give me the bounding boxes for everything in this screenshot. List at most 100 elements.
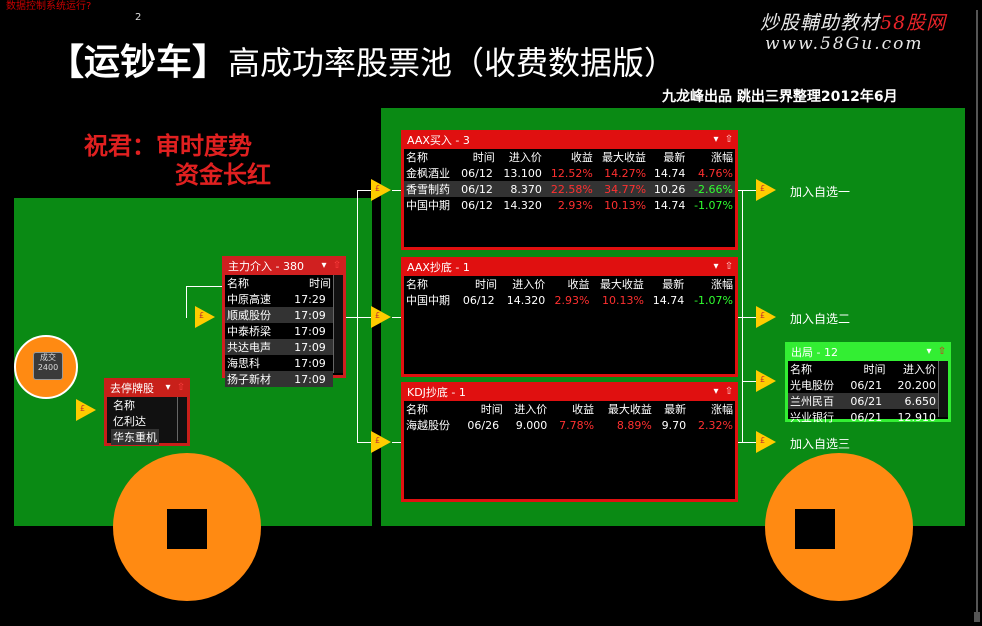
dropdown-icon[interactable]: ▾ <box>713 261 719 272</box>
column-header[interactable]: 名称 <box>113 399 135 412</box>
table-cell: -2.66% <box>687 181 735 197</box>
table-cell: 06/21 <box>850 378 883 392</box>
arrow-glyph: £ <box>760 184 766 193</box>
panel-title: 去停牌股 <box>110 382 154 395</box>
arrow-icon[interactable]: £ <box>371 431 391 453</box>
column-header[interactable]: 收益 <box>572 403 595 416</box>
panel-remove-suspended: 去停牌股 ▾ ⇧ 名称亿利达华东重机 <box>104 378 190 446</box>
panel-title: KDJ抄底 - 1 <box>407 386 466 399</box>
pin-icon[interactable]: ⇧ <box>937 346 947 357</box>
table-cell: 14.27% <box>604 166 647 180</box>
add-watchlist-3[interactable]: 加入自选三 <box>790 437 851 451</box>
column-header[interactable]: 最大收益 <box>599 278 644 291</box>
arrow-icon[interactable]: £ <box>371 179 391 201</box>
table-cell: 兴业银行 <box>790 411 834 424</box>
arrow-icon[interactable]: £ <box>76 399 96 421</box>
arrow-icon[interactable]: £ <box>371 306 391 328</box>
table-row[interactable]: 华东重机 <box>111 429 159 445</box>
column-header[interactable]: 收益 <box>567 278 590 291</box>
pin-icon[interactable]: ⇧ <box>332 260 342 271</box>
column-header[interactable]: 名称 <box>790 363 812 376</box>
pin-icon[interactable]: ⇧ <box>724 261 734 272</box>
table-cell: 顺威股份 <box>225 307 287 323</box>
column-header[interactable]: 涨幅 <box>711 403 733 416</box>
dropdown-icon[interactable]: ▾ <box>926 346 932 357</box>
column-header[interactable]: 进入价 <box>903 363 936 376</box>
arrow-icon[interactable]: £ <box>756 431 776 453</box>
table-cell: 华东重机 <box>111 429 159 445</box>
add-watchlist-1[interactable]: 加入自选一 <box>790 185 851 199</box>
dropdown-icon[interactable]: ▾ <box>165 382 171 393</box>
dropdown-icon[interactable]: ▾ <box>321 260 327 271</box>
column-header[interactable]: 涨幅 <box>711 151 733 164</box>
pin-icon[interactable]: ⇧ <box>724 386 734 397</box>
connector <box>186 286 187 318</box>
column-header[interactable]: 名称 <box>406 403 428 416</box>
table-cell: 14.320 <box>506 293 546 307</box>
column-header[interactable]: 时间 <box>309 277 331 290</box>
column-header[interactable]: 名称 <box>406 151 428 164</box>
column-header[interactable]: 进入价 <box>514 403 548 416</box>
wheel-front <box>113 453 261 601</box>
table-cell: 17:09 <box>294 324 326 338</box>
column-header[interactable]: 时间 <box>863 363 886 376</box>
table-cell: 金枫酒业 <box>406 167 450 180</box>
column-header[interactable]: 涨幅 <box>711 278 733 291</box>
pin-icon[interactable]: ⇧ <box>176 382 186 393</box>
arrow-icon[interactable]: £ <box>756 179 776 201</box>
column-header[interactable]: 进入价 <box>512 278 546 291</box>
column-header[interactable]: 最大收益 <box>602 151 647 164</box>
scrollbar[interactable] <box>938 361 948 417</box>
column-header[interactable]: 时间 <box>480 403 503 416</box>
column-header[interactable]: 最新 <box>664 403 687 416</box>
table-cell: 13.100 <box>503 166 542 180</box>
table-cell: 06/26 <box>467 418 500 432</box>
slogan-line-2: 资金长红 <box>175 161 271 189</box>
table-cell: 17:09 <box>286 371 333 387</box>
table-cell: 2.32% <box>698 418 733 432</box>
table-cell: 14.74 <box>652 293 685 307</box>
table-cell: 4.76% <box>698 166 733 180</box>
column-header[interactable]: 名称 <box>406 278 428 291</box>
column-header[interactable]: 收益 <box>570 151 593 164</box>
connector <box>742 190 743 442</box>
pin-icon[interactable]: ⇧ <box>724 134 734 145</box>
arrow-icon[interactable]: £ <box>195 306 215 328</box>
table-cell: 17:09 <box>294 356 326 370</box>
table-cell: 14.74 <box>653 198 686 212</box>
table-cell: 10.13% <box>601 293 644 307</box>
dropdown-icon[interactable]: ▾ <box>713 386 719 397</box>
scrollbar[interactable] <box>333 275 343 373</box>
table-cell: 20.200 <box>897 378 937 392</box>
table-row[interactable]: 亿利达 <box>111 413 159 429</box>
dropdown-icon[interactable]: ▾ <box>713 134 719 145</box>
column-header[interactable]: 最新 <box>663 151 686 164</box>
column-header[interactable]: 最大收益 <box>607 403 652 416</box>
column-header[interactable]: 最新 <box>662 278 685 291</box>
arrow-icon[interactable]: £ <box>756 370 776 392</box>
add-watchlist-2[interactable]: 加入自选二 <box>790 312 851 326</box>
table-cell: 8.370 <box>496 181 544 197</box>
column-header[interactable]: 名称 <box>227 277 249 290</box>
arrow-icon[interactable]: £ <box>756 306 776 328</box>
column-header[interactable]: 时间 <box>475 278 497 291</box>
table-cell: 9.70 <box>661 418 687 432</box>
column-header[interactable]: 时间 <box>472 151 495 164</box>
credit-text: 九龙峰出品 跳出三界整理2012年6月 <box>662 89 898 105</box>
scrollbar[interactable] <box>177 397 187 441</box>
column-header[interactable]: 进入价 <box>508 151 542 164</box>
